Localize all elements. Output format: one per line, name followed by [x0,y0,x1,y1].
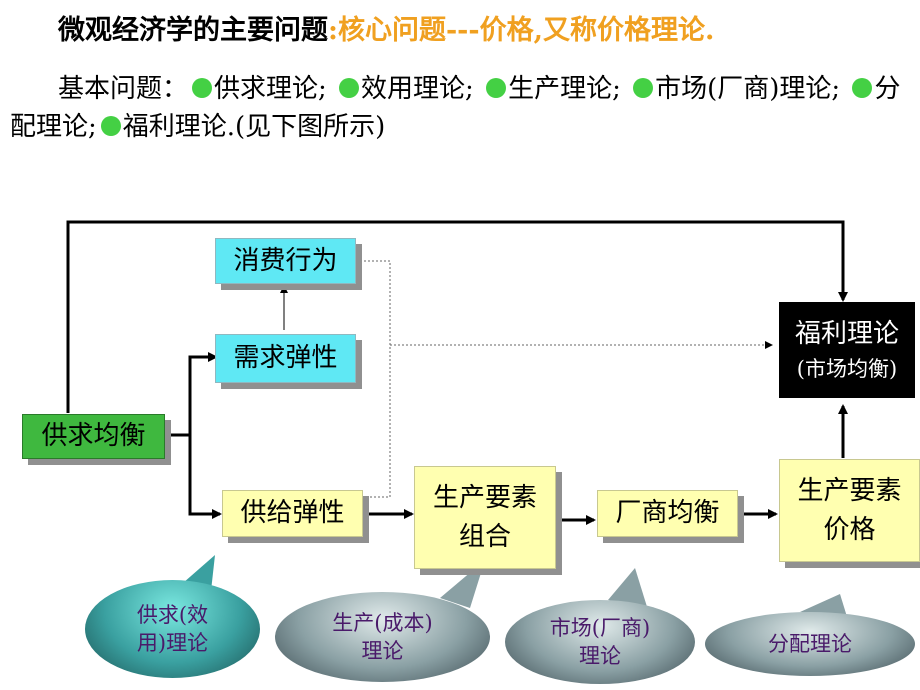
intro-item: 效用理论; [361,74,474,104]
box-factor-price: 生产要素 价格 [779,459,920,562]
box-factor-combination: 生产要素 组合 [414,466,556,569]
bullet-dot-icon [100,116,121,136]
box-supply-demand-equilibrium: 供求均衡 [22,414,165,459]
intro-item: 生产理论; [508,74,621,104]
bullet-dot-icon [852,78,873,98]
intro-item: 分配理论; [10,74,901,142]
intro-paragraph: 基本问题： 供求理论; 效用理论; 生产理论; 市场(厂商)理论; 分配理论;福利… [10,70,910,146]
bullet-dot-icon [486,78,507,98]
intro-lead: 基本问题： [58,74,189,104]
bullet-dot-icon [633,78,654,98]
intro-item: 市场(厂商)理论; [655,74,841,104]
intro-item: 福利理论.(见下图所示) [122,112,386,142]
bubble-tail [440,560,485,608]
box-firm-equilibrium: 厂商均衡 [597,490,738,537]
box-consumer-behavior: 消费行为 [215,238,356,284]
bubble-distribution-theory: 分配理论 [705,612,915,676]
bubble-tail [608,568,648,610]
connector-to-supply [188,435,222,519]
box-welfare-theory: 福利理论 (市场均衡) [779,302,915,398]
bubble-production-theory: 生产(成本) 理论 [275,592,490,682]
bubble-market-theory: 市场(厂商) 理论 [505,600,695,684]
connector-top-loop [66,220,848,413]
bullet-dot-icon [192,78,213,98]
bubble-supply-demand-theory: 供求(效 用)理论 [85,580,260,678]
title-accent: :核心问题---价格,又称价格理论. [328,15,715,46]
box-demand-elasticity: 需求弹性 [215,334,356,383]
connector-to-demand [188,352,218,435]
intro-item: 供求理论; [214,74,327,104]
title-main: 微观经济学的主要问题 [58,15,328,46]
bullet-dot-icon [339,78,360,98]
page-title: 微观经济学的主要问题:核心问题---价格,又称价格理论. [58,8,714,47]
dotted-consumer-link [356,260,391,498]
box-supply-elasticity: 供给弹性 [222,490,363,537]
